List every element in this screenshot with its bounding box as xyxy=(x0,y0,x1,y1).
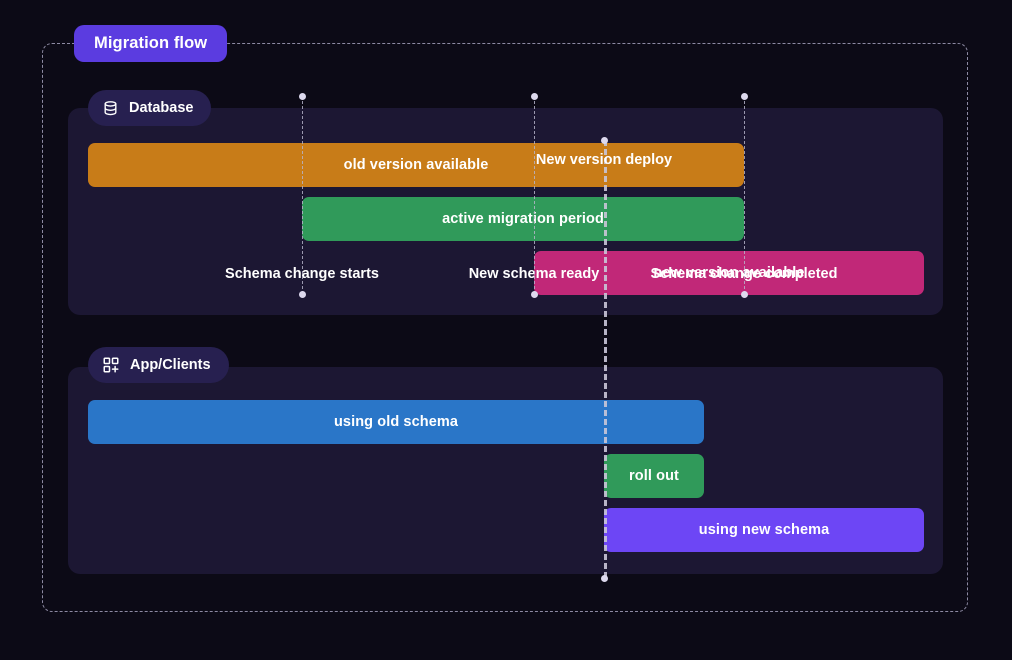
marker-dot-top xyxy=(298,92,306,100)
marker-dot-bottom xyxy=(740,290,748,298)
marker-dot-bottom xyxy=(530,290,538,298)
marker-line xyxy=(604,140,607,578)
bar-roll-out: roll out xyxy=(604,454,704,498)
diagram-frame xyxy=(42,43,968,612)
marker-dot-top xyxy=(740,92,748,100)
marker-dot-top xyxy=(601,136,608,144)
bar-label: active migration period xyxy=(442,211,604,227)
lane-badge-label: Database xyxy=(129,100,194,116)
diagram-title-badge: Migration flow xyxy=(74,25,228,62)
bar-old-version-available: old version available xyxy=(88,143,744,187)
grid-plus-icon xyxy=(102,356,120,374)
marker-line xyxy=(534,96,535,294)
bar-new-version-available: new version available xyxy=(534,251,924,295)
marker-line xyxy=(744,96,745,294)
lane-badge-app-clients: App/Clients xyxy=(88,347,229,383)
lane-badge-database: Database xyxy=(88,90,212,126)
database-icon xyxy=(102,100,119,117)
marker-dot-bottom xyxy=(601,574,608,582)
marker-dot-top xyxy=(530,92,538,100)
marker-label: New version deploy xyxy=(535,152,673,168)
bar-label: roll out xyxy=(629,468,679,484)
lane-badge-label: App/Clients xyxy=(130,357,211,373)
bar-label: old version available xyxy=(343,157,489,173)
marker-dot-bottom xyxy=(298,290,306,298)
bar-using-old-schema: using old schema xyxy=(88,400,704,444)
bar-using-new-schema: using new schema xyxy=(604,508,924,552)
page-title: Migration flow xyxy=(94,34,208,52)
bar-label: new version available xyxy=(653,265,805,281)
bar-label: using new schema xyxy=(698,522,830,538)
bar-active-migration-period: active migration period xyxy=(302,197,744,241)
bar-label: using old schema xyxy=(333,414,459,430)
marker-line xyxy=(302,96,303,294)
